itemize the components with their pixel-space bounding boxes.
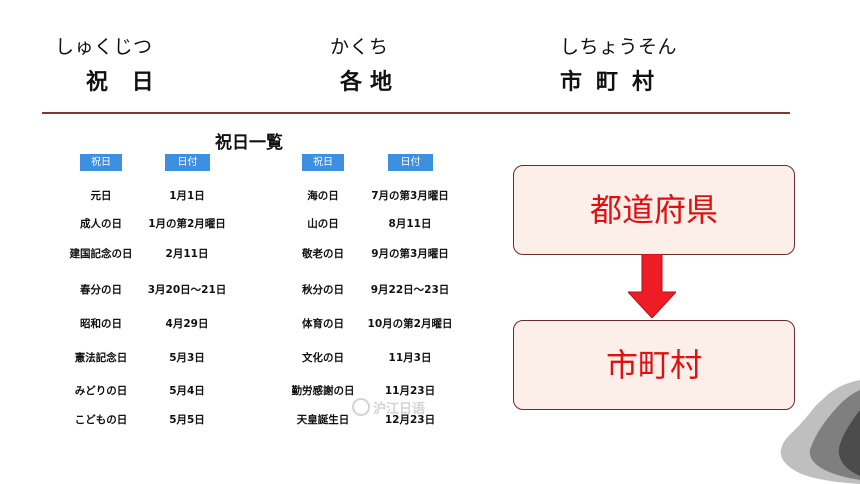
holiday-name-left-1: 元日 bbox=[90, 190, 112, 202]
holiday-date-left-3: 2月11日 bbox=[165, 248, 209, 260]
holiday-name-left-7: みどりの日 bbox=[74, 385, 128, 397]
holiday-date-right-6: 11月3日 bbox=[388, 352, 432, 364]
header-date-left: 日付 bbox=[165, 154, 210, 171]
holiday-date-right-1: 7月の第3月曜日 bbox=[371, 190, 449, 202]
holiday-date-right-3: 9月の第3月曜日 bbox=[371, 248, 449, 260]
holiday-date-left-5: 4月29日 bbox=[165, 318, 209, 330]
header-holiday-right: 祝日 bbox=[302, 154, 344, 171]
holiday-date-left-7: 5月4日 bbox=[169, 385, 205, 397]
holiday-date-left-1: 1月1日 bbox=[169, 190, 205, 202]
holiday-name-left-8: こどもの日 bbox=[74, 414, 128, 426]
holiday-date-left-4: 3月20日～21日 bbox=[147, 284, 227, 296]
word-shichouson: 市町村 bbox=[560, 70, 669, 95]
watermark: 沪江日语 bbox=[352, 398, 425, 417]
header-holiday-left: 祝日 bbox=[80, 154, 122, 171]
ruby-shukujitsu: しゅくじつ bbox=[55, 36, 153, 58]
holiday-name-left-5: 昭和の日 bbox=[80, 318, 122, 330]
holiday-name-right-3: 敬老の日 bbox=[302, 248, 344, 260]
holiday-date-left-6: 5月3日 bbox=[169, 352, 205, 364]
holiday-name-left-4: 春分の日 bbox=[80, 284, 122, 296]
word-shukujitsu: 祝 日 bbox=[86, 70, 162, 95]
table-title: 祝日一覧 bbox=[215, 133, 283, 153]
holiday-name-right-8: 天皇誕生日 bbox=[296, 414, 350, 426]
ink-mountain-icon bbox=[780, 380, 860, 484]
word-kakuchi: 各地 bbox=[340, 70, 401, 95]
box-prefecture: 都道府県 bbox=[513, 165, 795, 255]
holiday-name-right-7: 勤労感謝の日 bbox=[291, 385, 355, 397]
holiday-date-right-4: 9月22日～23日 bbox=[370, 284, 450, 296]
holiday-name-left-6: 憲法記念日 bbox=[74, 352, 128, 364]
box-municipality: 市町村 bbox=[513, 320, 795, 410]
holiday-date-right-8: 12月23日 bbox=[384, 414, 436, 426]
holiday-date-left-8: 5月5日 bbox=[169, 414, 205, 426]
holiday-date-right-2: 8月11日 bbox=[388, 218, 432, 230]
holiday-date-left-2: 1月の第2月曜日 bbox=[148, 218, 226, 230]
holiday-name-right-6: 文化の日 bbox=[302, 352, 344, 364]
holiday-date-right-5: 10月の第2月曜日 bbox=[367, 318, 453, 330]
divider-rule bbox=[42, 112, 790, 114]
holiday-name-right-4: 秋分の日 bbox=[302, 284, 344, 296]
ruby-kakuchi: かくち bbox=[330, 36, 389, 58]
watermark-logo-icon bbox=[352, 398, 370, 416]
holiday-name-right-5: 体育の日 bbox=[302, 318, 344, 330]
holiday-date-right-7: 11月23日 bbox=[384, 385, 436, 397]
header-date-right: 日付 bbox=[388, 154, 433, 171]
down-arrow-icon bbox=[628, 254, 676, 318]
ruby-shichouson: しちょうそん bbox=[560, 36, 678, 58]
holiday-name-left-2: 成人の日 bbox=[80, 218, 122, 230]
holiday-name-right-1: 海の日 bbox=[307, 190, 339, 202]
holiday-name-right-2: 山の日 bbox=[307, 218, 339, 230]
holiday-name-left-3: 建国記念の日 bbox=[69, 248, 133, 260]
